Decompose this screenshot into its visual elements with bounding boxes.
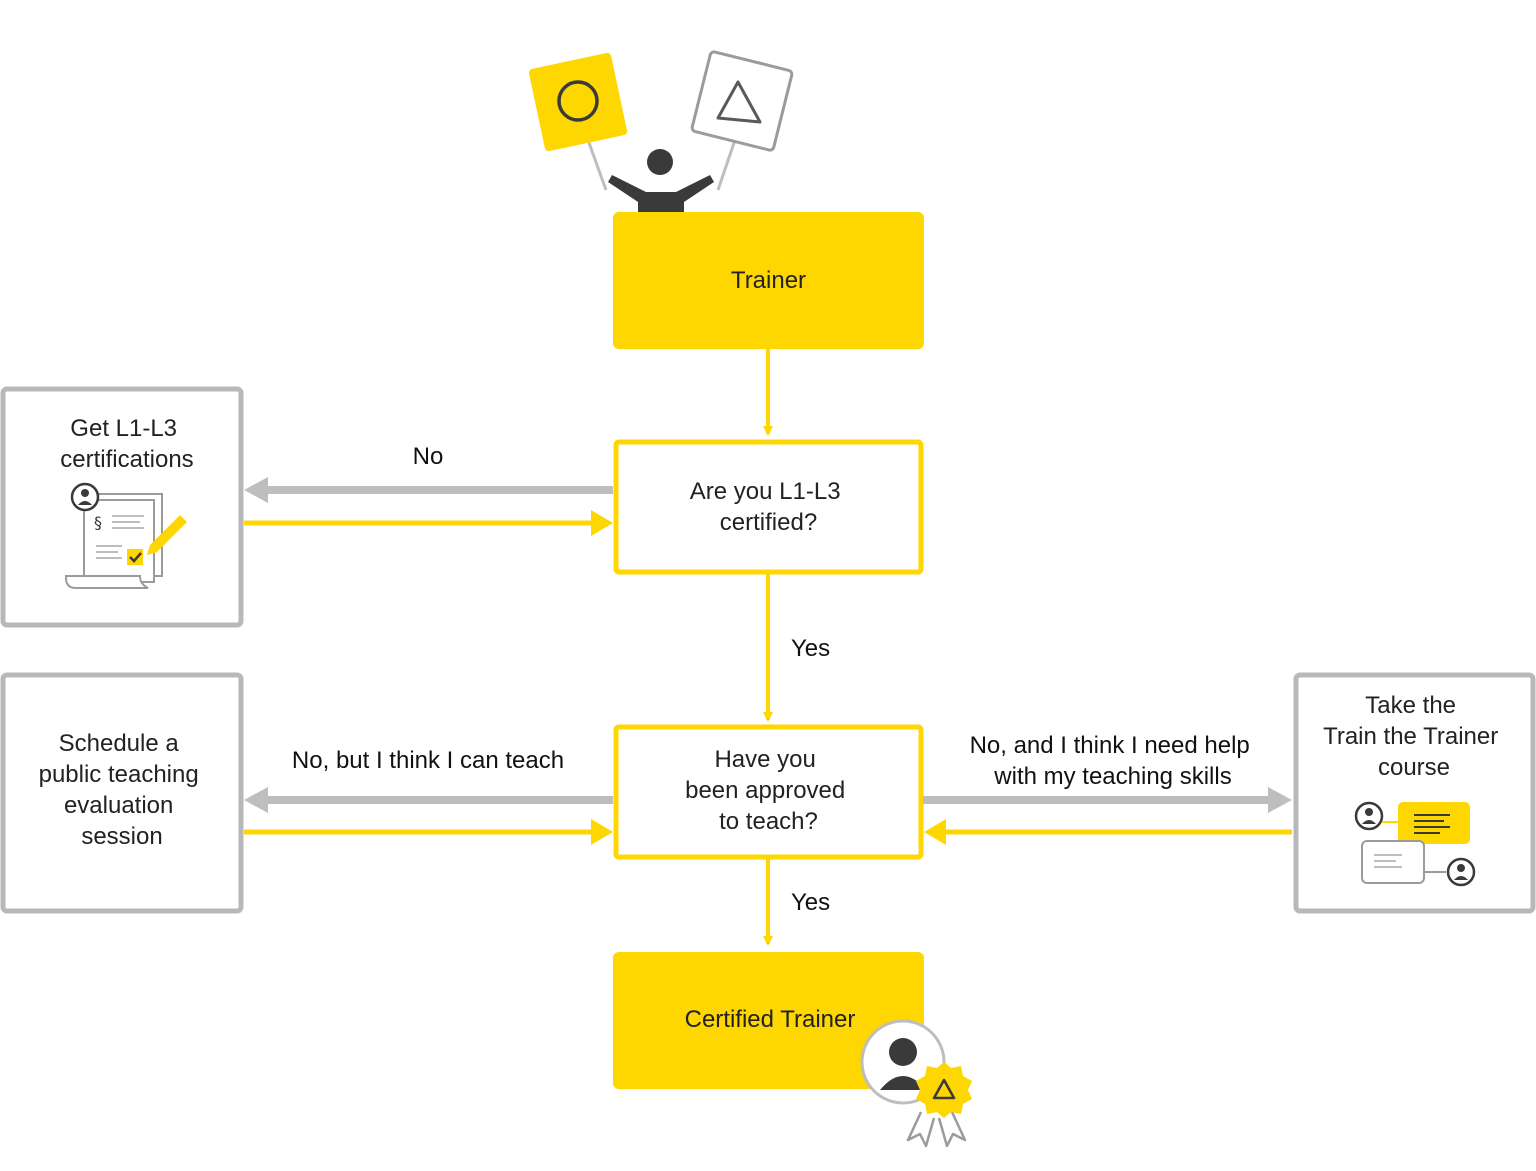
svg-text:Are you L1-L3 certified?: Are you L1-L3 certified? — [690, 478, 847, 536]
edge-q2-no-can-teach-arrowhead — [244, 787, 268, 813]
train-line1: Take the — [1365, 692, 1456, 719]
node-trainer-label: Trainer — [731, 267, 806, 294]
label-no-certified: No — [413, 443, 444, 470]
node-certified-label: Certified Trainer — [685, 1006, 856, 1033]
train-line3: course — [1378, 754, 1450, 781]
schedule-line3: evaluation — [64, 792, 173, 819]
q2-label-line1: Have you — [714, 746, 815, 773]
node-trainer: Trainer — [613, 212, 924, 349]
schedule-line2: public teaching — [39, 761, 199, 788]
svg-text:Have you been approved: Have you been approved to teach? — [685, 746, 852, 835]
label-need-help-line2: with my teaching skills — [993, 763, 1231, 790]
edge-train-return-arrowhead — [924, 819, 946, 845]
node-get-certifications: Get L1-L3 certifications § — [0, 386, 244, 628]
q1-label-line2: certified? — [720, 509, 817, 536]
get-cert-line2: certifications — [60, 446, 193, 473]
node-question-approved: Have you been approved to teach? — [613, 724, 924, 860]
edge-cert-return-arrowhead — [591, 510, 613, 536]
svg-text:§: § — [94, 513, 102, 532]
label-no-can-teach: No, but I think I can teach — [292, 747, 564, 774]
q2-label-line3: to teach? — [719, 808, 818, 835]
get-cert-line1: Get L1-L3 — [70, 415, 177, 442]
q1-label-line1: Are you L1-L3 — [690, 478, 841, 505]
circle-sign-icon — [528, 52, 628, 152]
node-certified-trainer: Certified Trainer — [613, 952, 924, 1089]
svg-text:No, and I think I need help: No, and I think I need help with my teac… — [970, 732, 1257, 790]
edge-q2-need-help-arrowhead — [1268, 787, 1292, 813]
node-question-certified: Are you L1-L3 certified? — [613, 439, 924, 575]
edge-q1-no-arrowhead — [244, 477, 268, 503]
triangle-sign-icon — [690, 50, 794, 152]
node-train-the-trainer: Take the Train the Trainer course — [1293, 672, 1536, 914]
schedule-line1: Schedule a — [59, 730, 180, 757]
train-line2: Train the Trainer — [1323, 723, 1498, 750]
label-need-help-line1: No, and I think I need help — [970, 732, 1250, 759]
node-schedule-session: Schedule a public teaching evaluation se… — [0, 672, 244, 914]
schedule-line4: session — [81, 823, 162, 850]
svg-text:Take the Train the Train: Take the Train the Trainer course — [1323, 692, 1505, 781]
person-icon — [608, 149, 714, 214]
q2-label-line2: been approved — [685, 777, 845, 804]
chat-course-icon — [1354, 801, 1476, 887]
certified-badge-icon — [860, 1019, 972, 1148]
label-yes-approved: Yes — [791, 889, 830, 916]
trainer-illustration — [528, 50, 794, 214]
edge-schedule-return-arrowhead — [591, 819, 613, 845]
svg-text:Get L1-L3 certifications: Get L1-L3 certifications — [60, 415, 193, 473]
document-check-icon: § — [65, 482, 187, 589]
svg-text:Schedule a public teachi: Schedule a public teaching evaluation se… — [39, 730, 206, 850]
label-yes-certified: Yes — [791, 635, 830, 662]
